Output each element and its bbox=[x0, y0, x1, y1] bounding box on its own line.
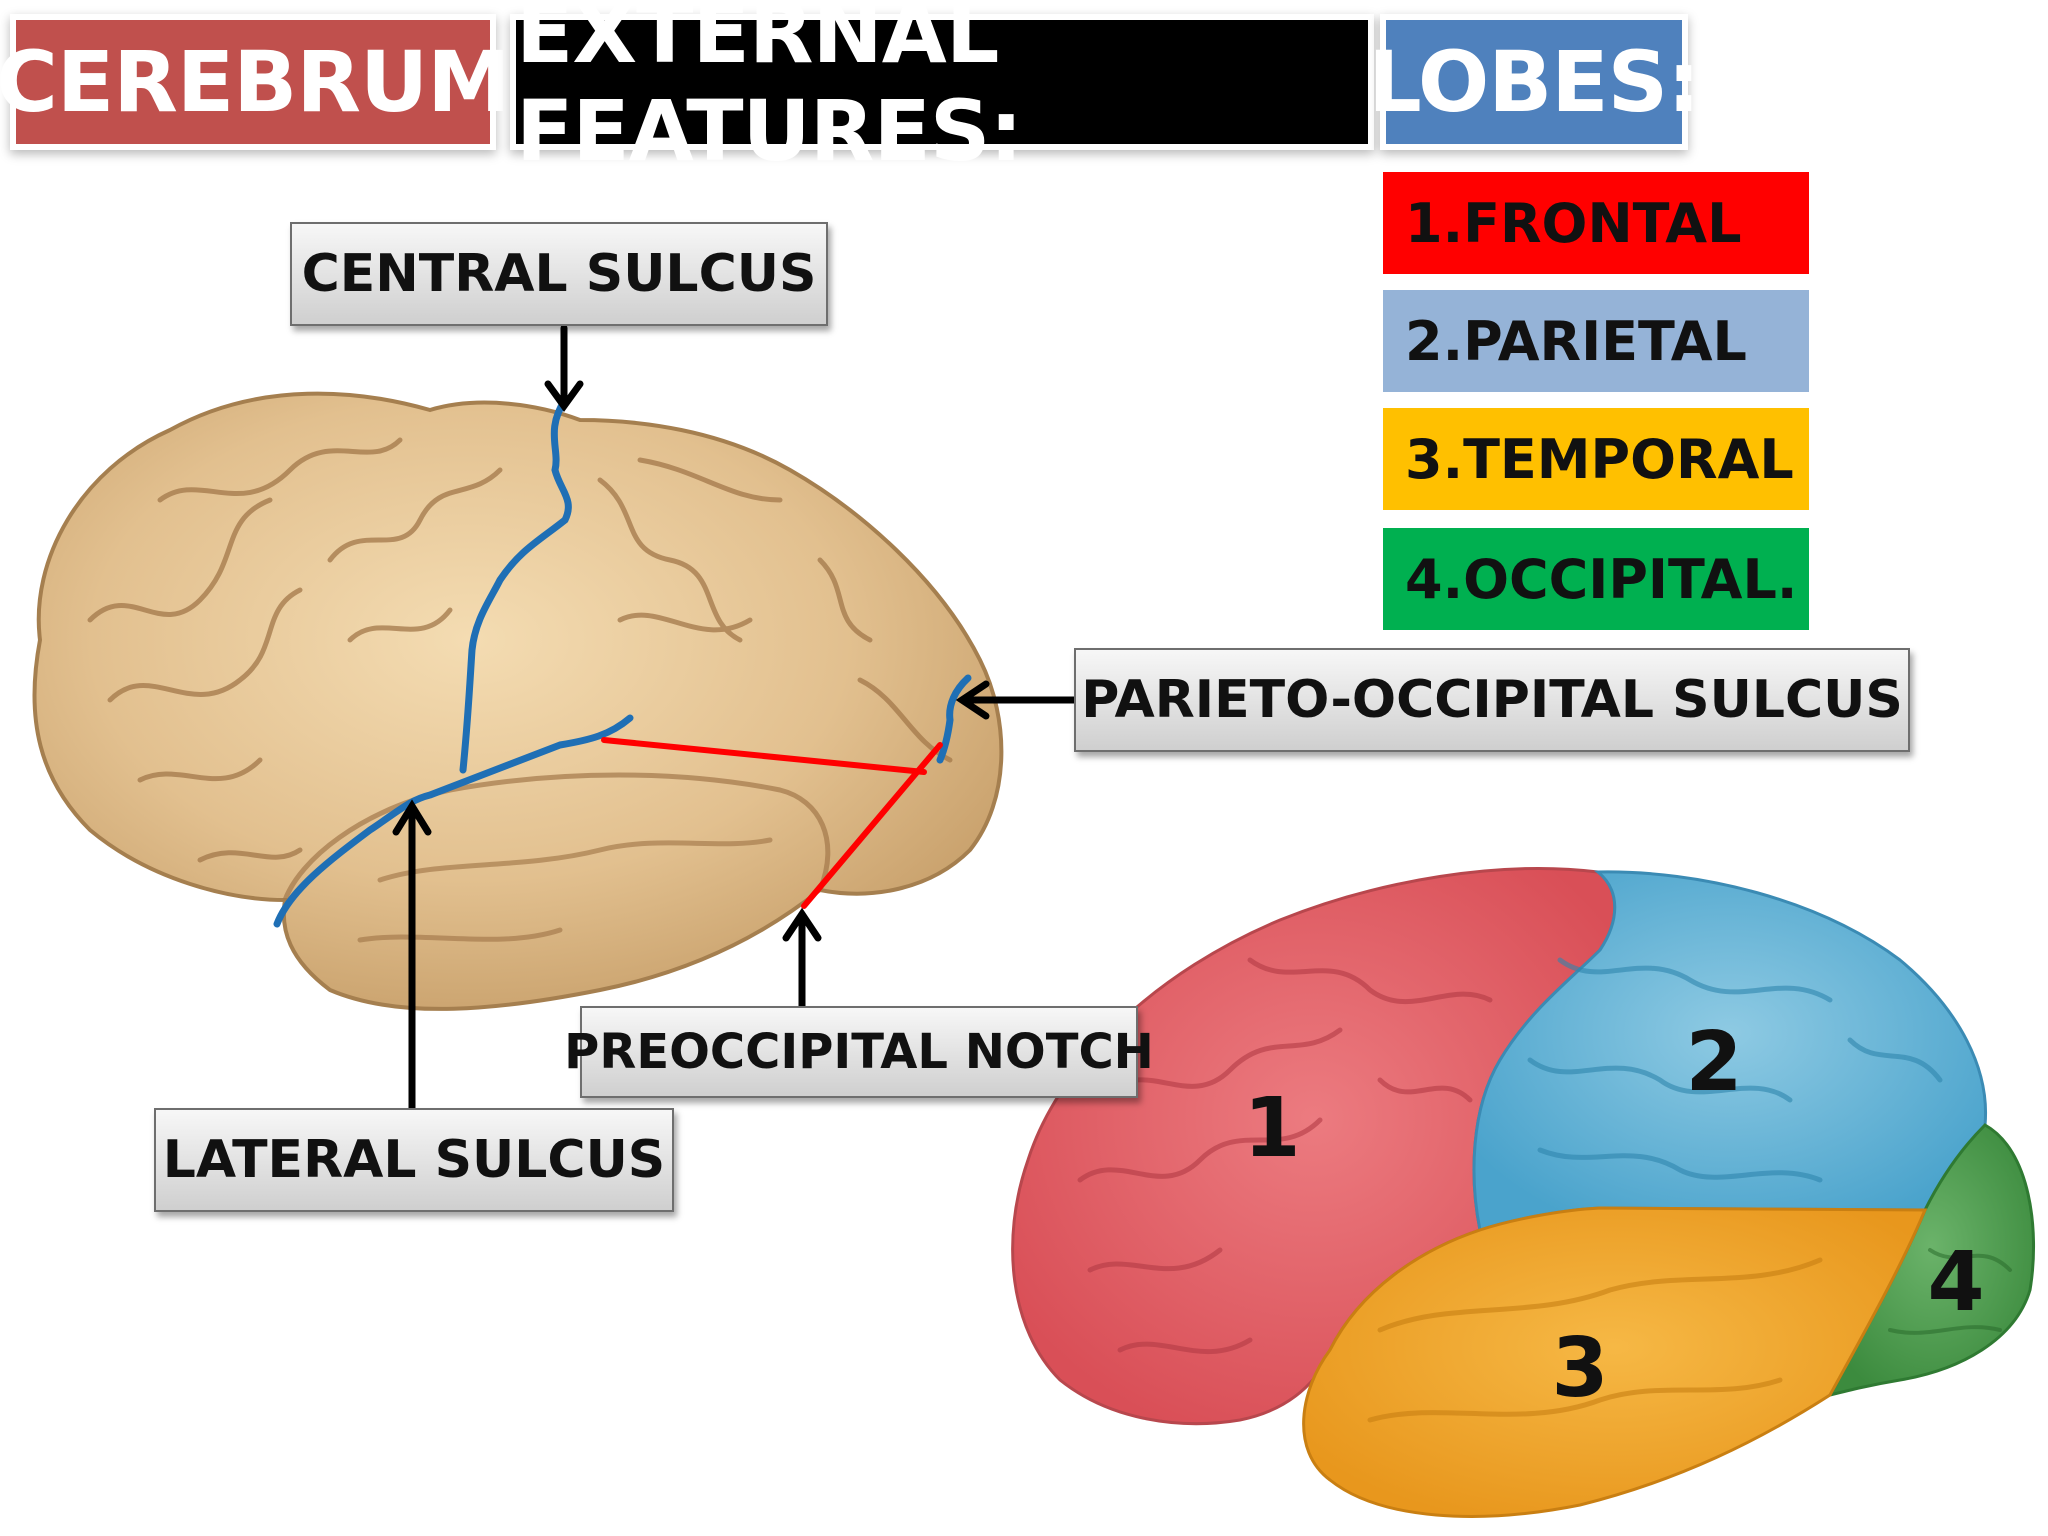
label-central-sulcus: CENTRAL SULCUS bbox=[290, 222, 828, 326]
lobe-legend-temporal: 3.TEMPORAL bbox=[1383, 408, 1809, 510]
label-parieto-occipital-sulcus: PARIETO-OCCIPITAL SULCUS bbox=[1074, 648, 1910, 752]
temporal-lobe-region bbox=[1302, 1206, 1928, 1518]
lobe-number-occipital: 4 bbox=[1927, 1235, 1984, 1330]
arrow-central-sulcus bbox=[544, 324, 584, 412]
title-lobes: LOBES: bbox=[1368, 20, 1701, 144]
arrow-lateral-sulcus bbox=[392, 799, 432, 1114]
label-preoccipital-notch: PREOCCIPITAL NOTCH bbox=[564, 1006, 1154, 1098]
arrow-preoccipital-notch bbox=[782, 907, 822, 1012]
lobe-number-frontal: 1 bbox=[1243, 1081, 1300, 1176]
brain-lobes-view bbox=[1011, 867, 2036, 1518]
lobe-legend-frontal: 1.FRONTAL bbox=[1383, 172, 1809, 274]
lobe-legend-parietal: 2.PARIETAL bbox=[1383, 290, 1809, 392]
title-cerebrum: CEREBRUM bbox=[0, 20, 511, 144]
arrow-parieto-occipital bbox=[955, 680, 1080, 720]
brain-lateral-view bbox=[32, 391, 1004, 1011]
lobe-number-temporal: 3 bbox=[1551, 1321, 1608, 1416]
lobe-number-parietal: 2 bbox=[1685, 1015, 1742, 1110]
label-lateral-sulcus: LATERAL SULCUS bbox=[154, 1108, 674, 1212]
lobe-legend-occipital: 4.OCCIPITAL. bbox=[1383, 528, 1809, 630]
